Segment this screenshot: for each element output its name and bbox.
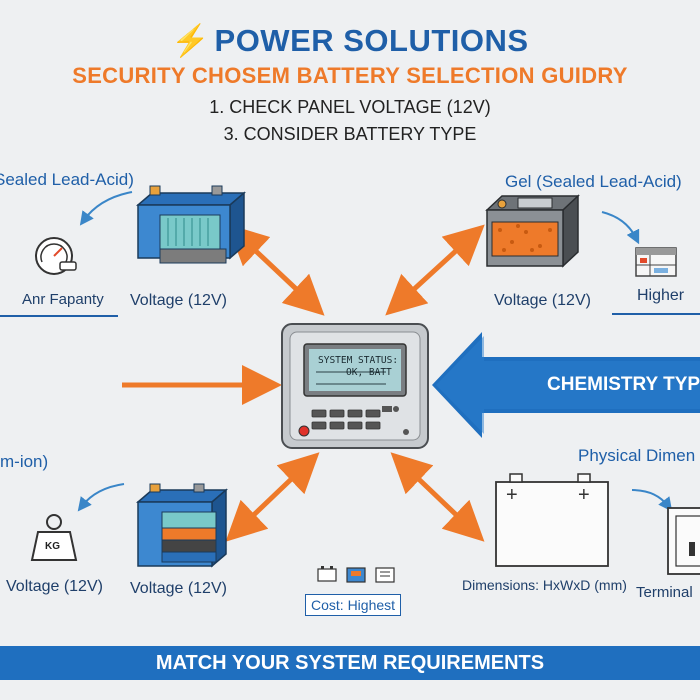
battery-lithium-icon [135,483,229,568]
page-subtitle: SECURITY CHOSEM BATTERY SELECTION GUIDRY [72,63,628,88]
battery-outline-icon [495,473,609,567]
label-gel: Gel (Sealed Lead-Acid) [505,172,682,191]
weight-icon [30,514,78,561]
label-lithium: m-ion) [0,452,49,471]
label-gel-higher: Higher [637,287,685,304]
label-terminal: Terminal [636,584,693,601]
arrow-controller-gel [385,224,485,316]
label-chemistry-type: CHEMISTRY TYP [547,374,700,395]
curved-arrow-physical [631,489,673,512]
lightning-icon: ⚡ [171,23,211,58]
arrow-controller-physical [390,452,485,542]
label-sealed-voltage: Voltage (12V) [130,292,227,309]
label-gel-voltage: Voltage (12V) [494,292,591,309]
label-physical-dimensions: Physical Dimen [578,446,696,465]
terminal-icon [667,507,700,575]
battery-sealed-icon [135,185,247,264]
label-dimensions: Dimensions: HxWxD (mm) [462,577,627,593]
curved-arrow-gel [601,211,640,245]
label-sealed-lead-acid: Sealed Lead-Acid) [0,170,134,189]
weight-icon-text: KG [45,541,60,552]
label-lithium-voltage: Voltage (12V) [130,580,227,597]
small-battery-icons [317,566,395,583]
curved-arrow-sealed [79,191,133,226]
battery-gel-icon [485,194,580,268]
step-1: 1. CHECK PANEL VOLTAGE (12V) [209,97,491,117]
calendar-icon [635,247,677,277]
title-text: POWER SOLUTIONS [214,23,529,58]
step-3: 3. CONSIDER BATTERY TYPE [223,124,477,144]
controller-status-line1: SYSTEM STATUS: [318,355,399,366]
terminal-plus-right: + [578,484,590,506]
arrow-controller-lithium [225,452,320,542]
footer-banner: MATCH YOUR SYSTEM REQUIREMENTS [0,646,700,680]
label-lithium-side-voltage: Voltage (12V) [6,578,103,595]
arrow-controller-sealed [227,224,325,316]
cost-badge: Cost: Highest [305,594,402,616]
terminal-plus-left: + [506,484,518,506]
label-sealed-side-text: Anr Fapanty [22,291,104,308]
gauge-icon [35,237,77,275]
page-title: ⚡POWER SOLUTIONS [0,22,700,59]
curved-arrow-lithium [77,483,125,512]
controller-status-line2: OK, BATT [346,367,392,378]
charge-controller [281,323,429,449]
